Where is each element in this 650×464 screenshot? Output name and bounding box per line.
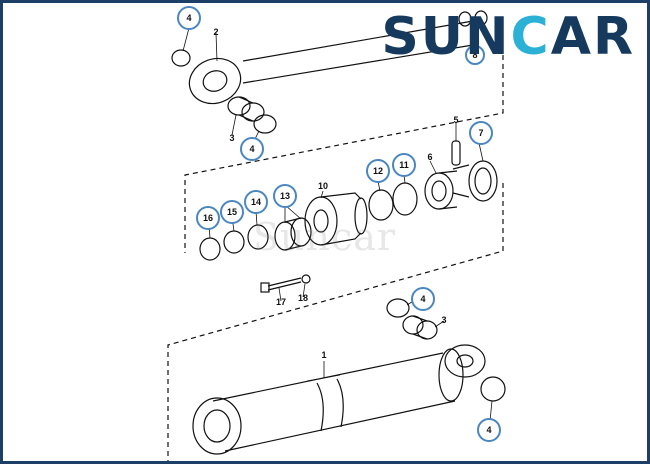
piston-pin-5 (451, 140, 461, 166)
rod-end-bushing (227, 96, 265, 122)
callout-14: 14 (251, 197, 261, 207)
tube-end-seal-ring-lower (480, 376, 506, 402)
callout-16: 16 (203, 213, 213, 223)
callout-4-rod-bottom: 4 (249, 144, 254, 154)
callout-2-piston-rod: 2 (213, 27, 218, 37)
callout-circles (177, 6, 501, 442)
callout-12: 12 (373, 166, 383, 176)
wiper-16 (199, 237, 221, 261)
callout-4-tube-top: 4 (420, 294, 425, 304)
cylinder-tube-1 (192, 344, 486, 455)
brand-logo-accent-letter: C (510, 7, 551, 67)
callout-15: 15 (227, 207, 237, 217)
callout-17: 17 (276, 297, 286, 307)
tube-end-bushing (402, 315, 438, 340)
callout-7: 7 (478, 128, 483, 138)
rod-end-top-seal-ring (171, 49, 191, 67)
tube-end-seal-ring (386, 298, 410, 318)
callout-3-rod-bushing: 3 (229, 133, 234, 143)
piston-seal-7 (452, 160, 498, 202)
piston-6 (424, 170, 458, 210)
watermark: Suncar (253, 215, 397, 259)
brand-logo-part3: AR (550, 7, 635, 67)
callout-18: 18 (298, 293, 308, 303)
seal-ring-12 (368, 189, 394, 221)
brand-logo-part1: SUN (381, 7, 511, 67)
callout-4-rod-top: 4 (186, 13, 191, 23)
callout-5: 5 (453, 115, 458, 125)
bolt-17 (260, 277, 302, 293)
assembly-guide-upper (184, 55, 504, 253)
callout-8: 8 (472, 50, 477, 60)
rod-end-seal-ring (253, 114, 277, 134)
exploded-view-drawing: 4 2 8 3 4 5 7 12 11 6 10 13 14 15 16 17 … (167, 6, 506, 461)
callout-1-cylinder-tube: 1 (321, 350, 326, 360)
callout-10: 10 (318, 181, 328, 191)
washer-18 (301, 274, 311, 284)
callout-11: 11 (399, 160, 409, 170)
piston-rod (188, 20, 478, 105)
seal-ring-11 (392, 182, 418, 216)
brand-logo: SUNCAR (381, 11, 635, 63)
callout-6: 6 (427, 152, 432, 162)
callout-3-tube-bushing: 3 (441, 315, 446, 325)
rod-small-ring-b (458, 11, 472, 27)
seal-14 (247, 224, 269, 250)
seal-15 (223, 230, 245, 254)
callout-4-tube-bottom: 4 (486, 425, 491, 435)
callout-13: 13 (280, 191, 290, 201)
rod-small-ring-a (474, 10, 488, 26)
